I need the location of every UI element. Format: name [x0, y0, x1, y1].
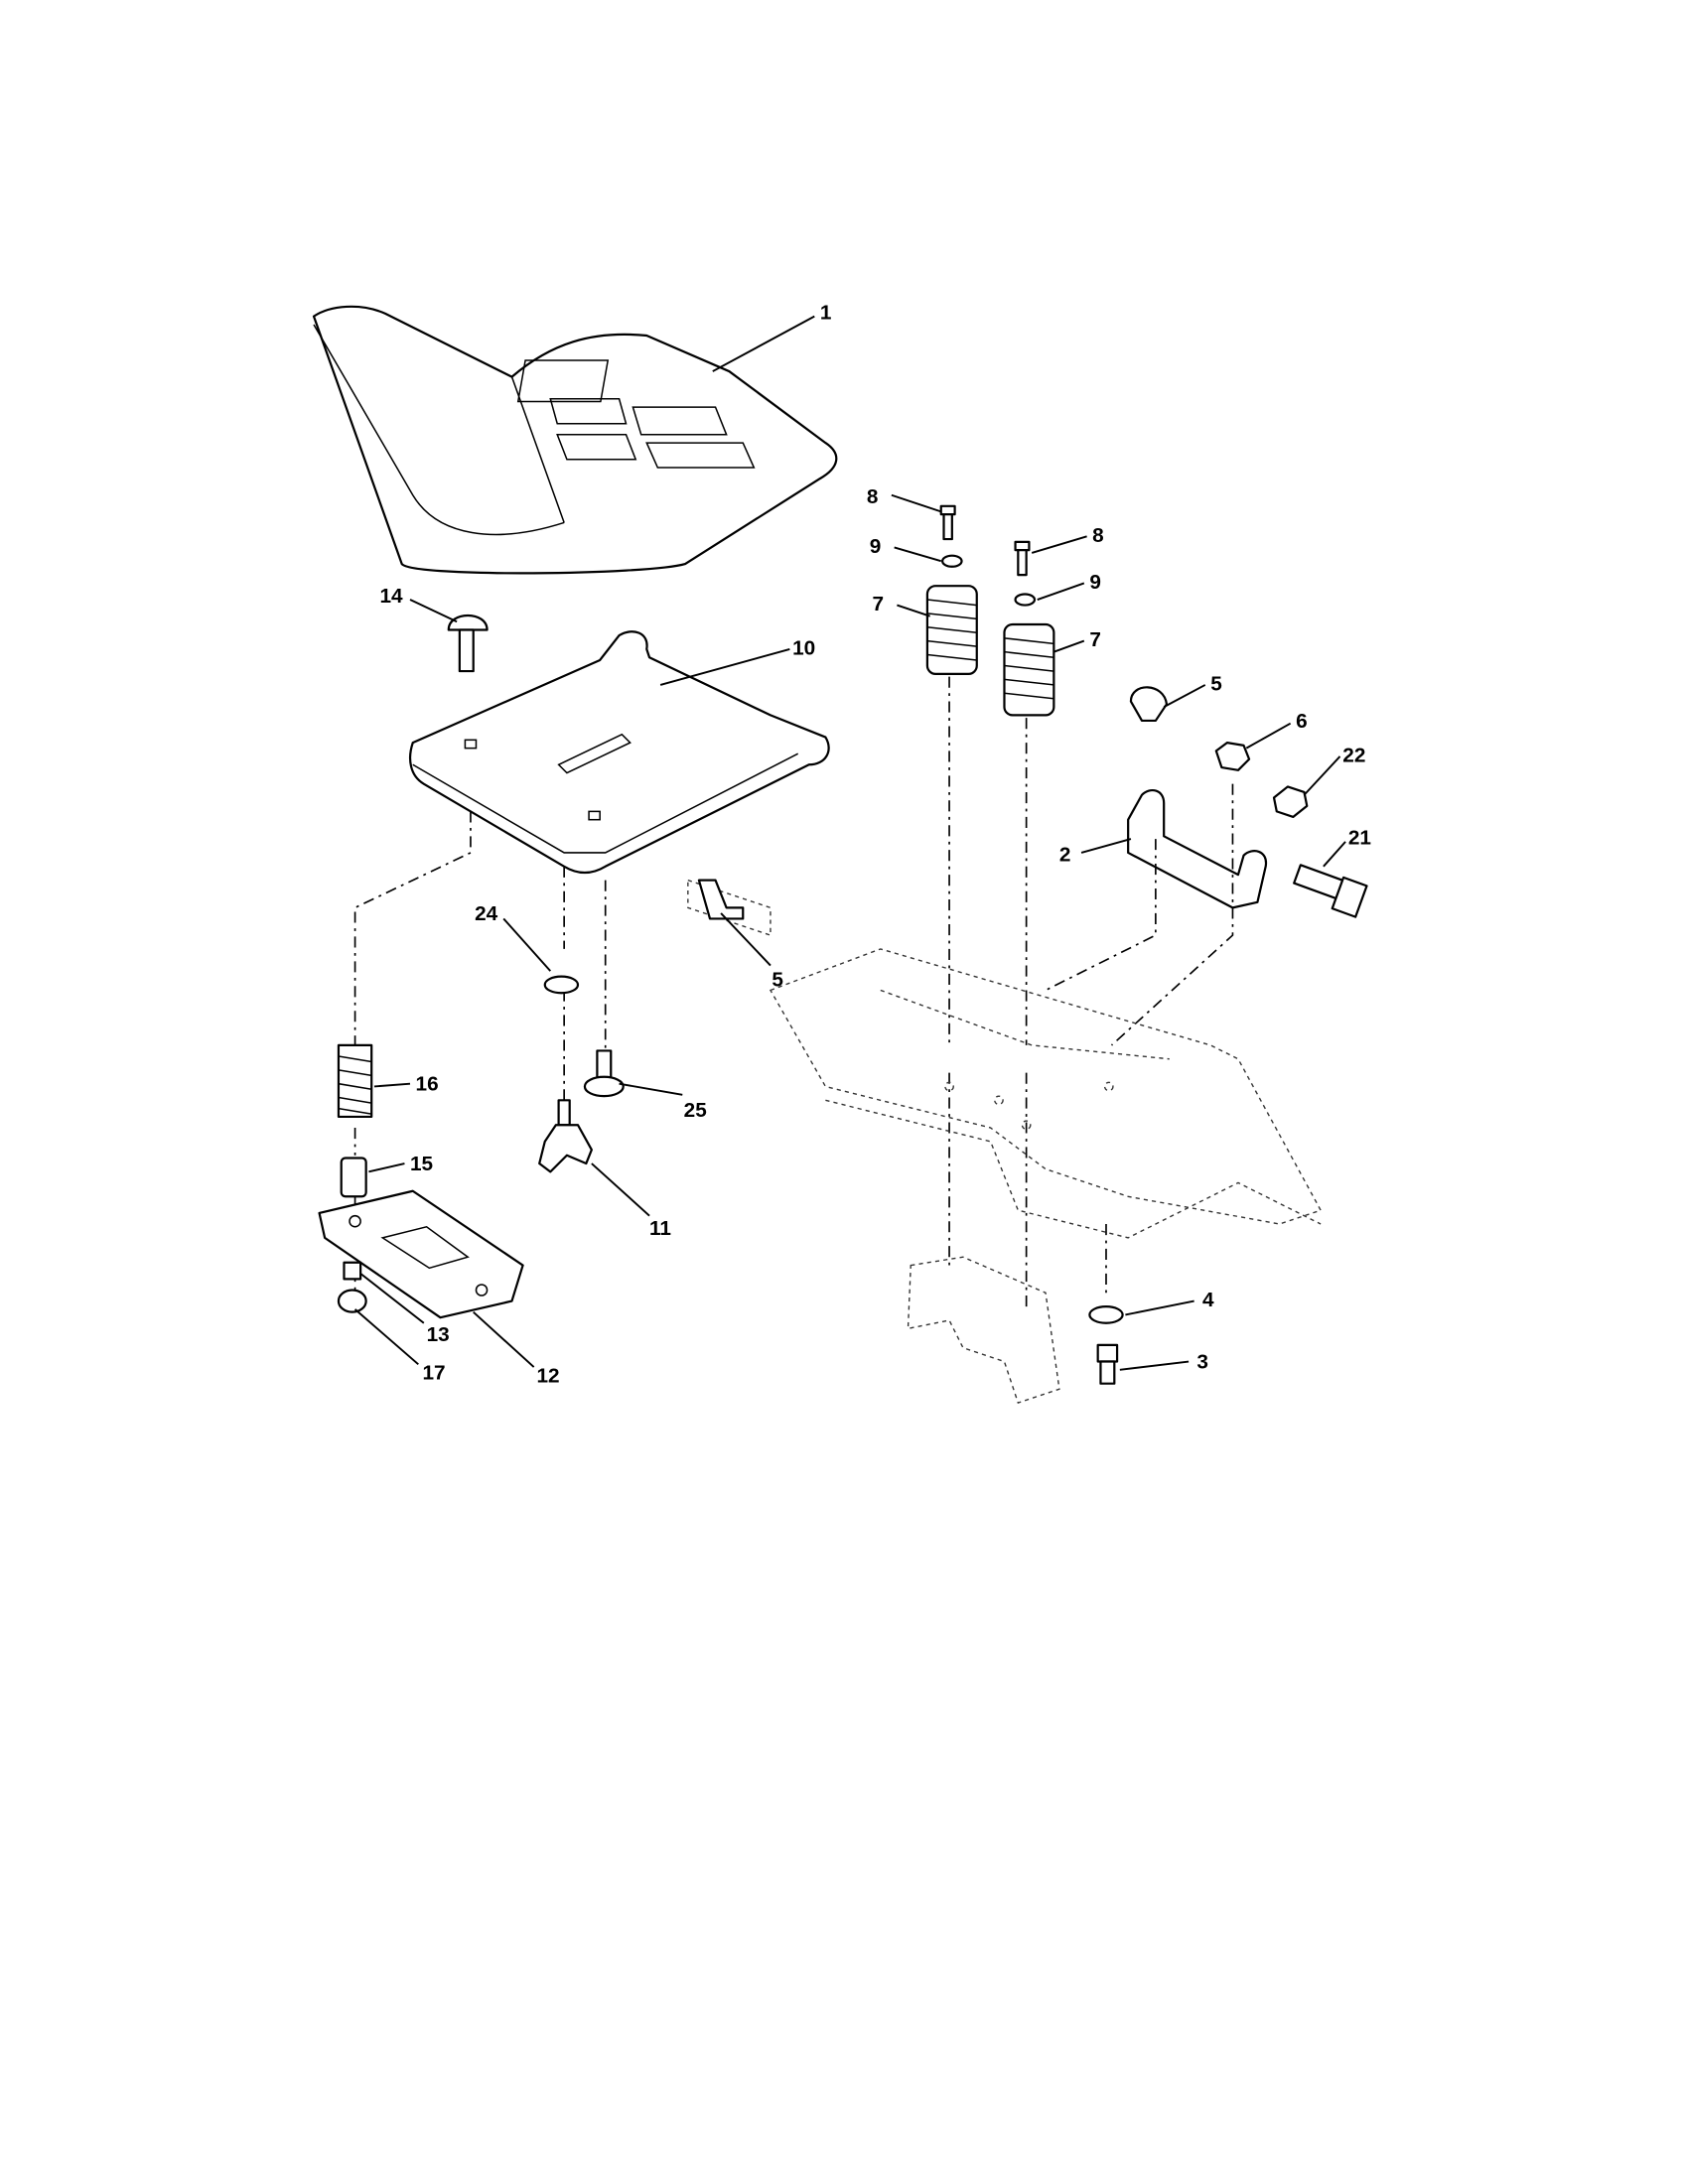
callout-21: 21: [1348, 827, 1371, 850]
slide-plate-12: [318, 1189, 524, 1319]
callout-13: 13: [427, 1323, 450, 1346]
callout-1: 1: [820, 301, 832, 324]
seat: [312, 305, 838, 575]
callout-8a: 8: [867, 485, 879, 508]
callout-7a: 7: [872, 593, 884, 615]
clip-5b: [687, 879, 772, 937]
bracket-2: [1127, 788, 1267, 909]
washer-9a: [941, 554, 963, 568]
callout-16: 16: [416, 1073, 439, 1096]
callout-22: 22: [1342, 745, 1365, 767]
bolt-25: [583, 1049, 625, 1098]
bolt-8b: [1014, 540, 1031, 577]
callout-17: 17: [422, 1362, 445, 1385]
callout-15: 15: [410, 1153, 433, 1175]
bolt-3: [1096, 1343, 1119, 1385]
callout-7b: 7: [1089, 628, 1101, 651]
shoulder-bolt-21: [1293, 864, 1368, 918]
spring-7a: [925, 585, 978, 675]
callout-5a: 5: [1210, 672, 1222, 695]
callout-6: 6: [1296, 710, 1308, 733]
callout-9b: 9: [1089, 571, 1101, 594]
callout-2: 2: [1059, 843, 1071, 866]
washer-9b: [1014, 593, 1037, 607]
callout-25: 25: [684, 1099, 707, 1122]
leader-lines: [353, 315, 1346, 1371]
callout-5b: 5: [772, 968, 783, 991]
spacer-15: [340, 1157, 367, 1198]
callout-10: 10: [792, 636, 815, 659]
washer-24: [543, 975, 580, 995]
nut-6: [1214, 742, 1251, 771]
callout-14: 14: [380, 585, 404, 608]
seat-pan: [409, 630, 830, 875]
knob-11: [538, 1099, 593, 1173]
nut-17: [337, 1289, 367, 1313]
washer-4: [1088, 1305, 1124, 1324]
spring-16: [337, 1043, 373, 1119]
callout-4: 4: [1202, 1289, 1214, 1311]
callout-9a: 9: [870, 535, 882, 558]
washer-13: [343, 1261, 362, 1281]
clip-5a: [1129, 686, 1169, 723]
carriage-bolt-14: [447, 614, 489, 673]
callout-3: 3: [1196, 1350, 1208, 1373]
callout-11: 11: [649, 1217, 671, 1240]
nut-22: [1272, 785, 1309, 819]
callout-8b: 8: [1092, 524, 1104, 547]
callout-12: 12: [536, 1364, 559, 1387]
bolt-8a: [939, 504, 956, 541]
callout-24: 24: [475, 902, 498, 925]
spring-7b: [1003, 622, 1055, 717]
tractor-frame: [769, 948, 1323, 1404]
